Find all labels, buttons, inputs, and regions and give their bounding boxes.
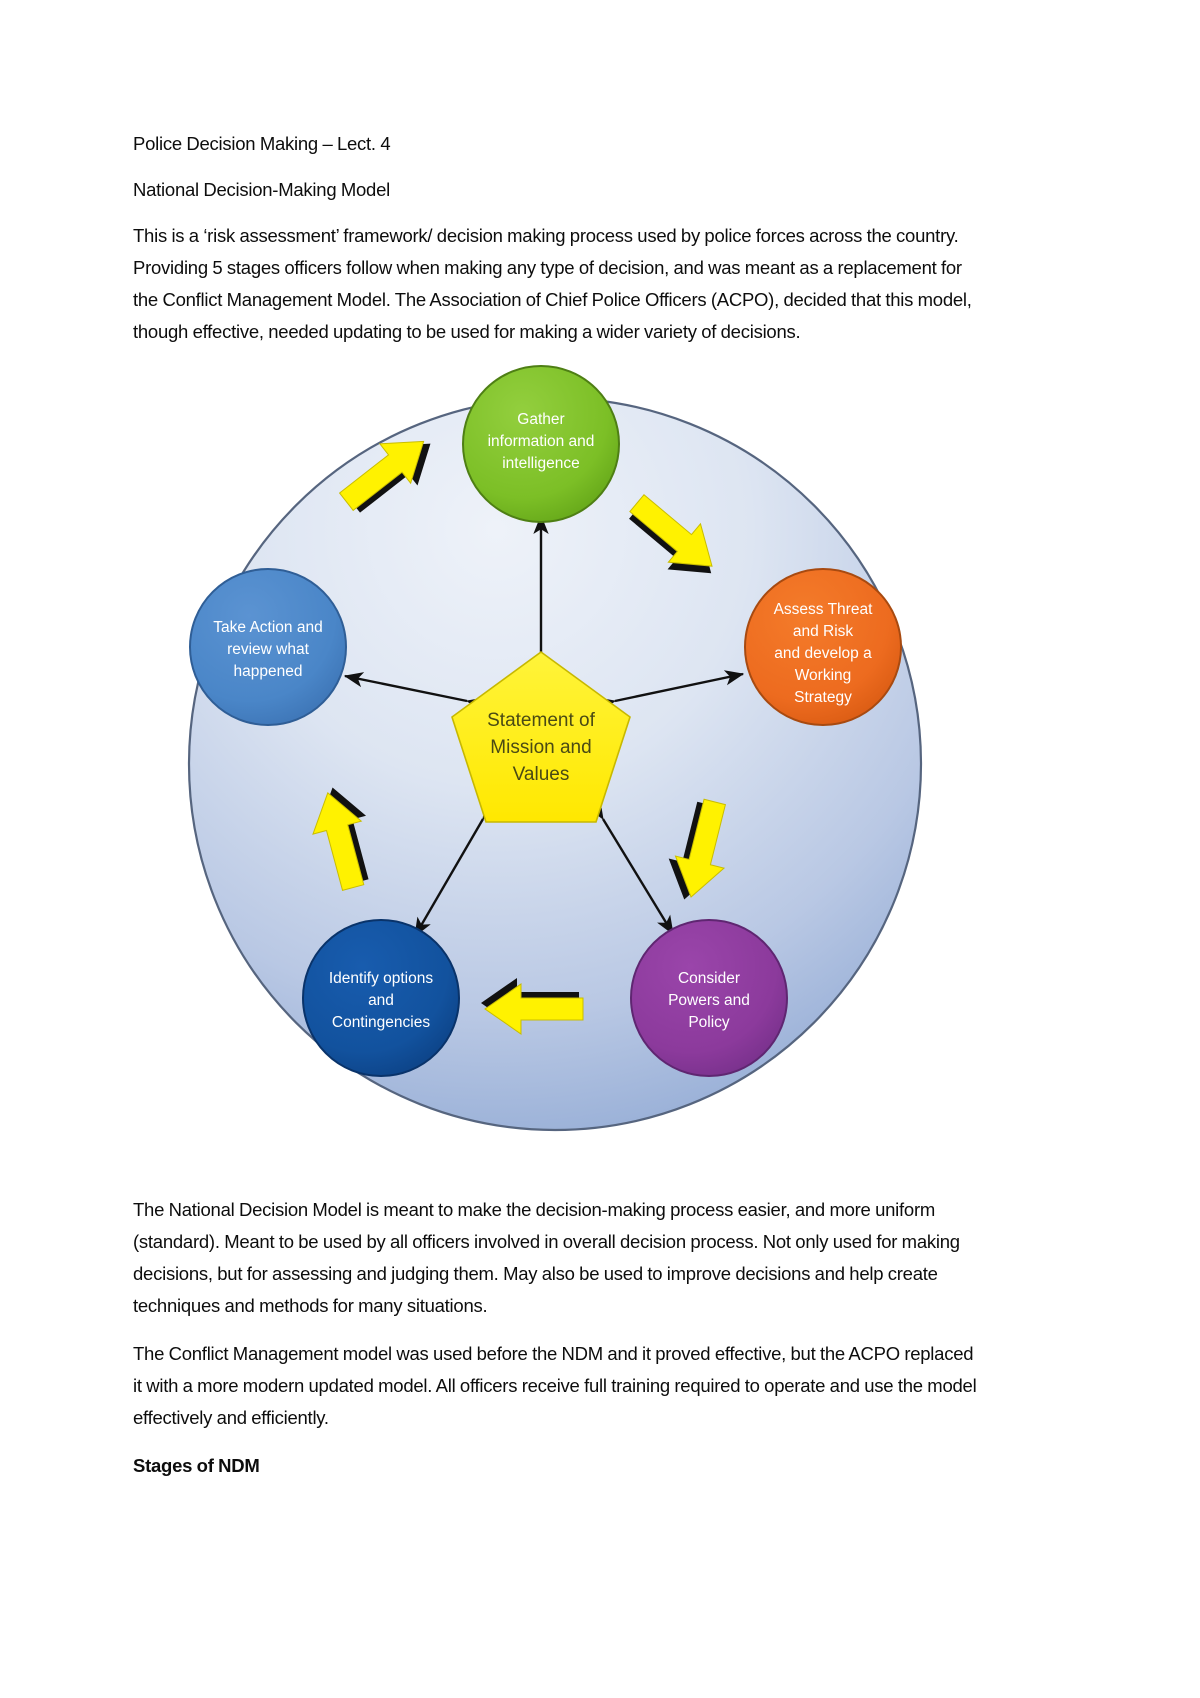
intro-paragraph: This is a ‘risk assessment’ framework/ d… bbox=[133, 225, 972, 342]
document-body: Police Decision Making – Lect. 4 Nationa… bbox=[133, 128, 978, 1496]
flow-arrow-options-to-action bbox=[312, 787, 369, 891]
paragraph-conflict-model: The Conflict Management model was used b… bbox=[133, 1343, 977, 1428]
flow-arrow-assess-to-powers bbox=[668, 798, 727, 900]
flow-arrow-powers-to-options bbox=[481, 978, 584, 1035]
spoke-arrows bbox=[343, 514, 745, 938]
page-title: Police Decision Making – Lect. 4 bbox=[133, 133, 391, 154]
paragraph-ndm-purpose: The National Decision Model is meant to … bbox=[133, 1199, 960, 1316]
stages-heading: Stages of NDM bbox=[133, 1455, 260, 1476]
flow-arrow-gather-to-assess bbox=[629, 494, 713, 574]
node-take-action-review[interactable]: Take Action and review what happened bbox=[189, 568, 347, 726]
node-consider-powers-policy[interactable]: Consider Powers and Policy bbox=[630, 919, 788, 1077]
node-identify-options[interactable]: Identify options and Contingencies bbox=[302, 919, 460, 1077]
flow-arrow-action-to-gather bbox=[338, 440, 431, 513]
section-subheading: National Decision-Making Model bbox=[133, 179, 390, 200]
national-decision-model-diagram: Statement of Mission and Values Gather i… bbox=[133, 364, 978, 1184]
node-gather-information[interactable]: Gather information and intelligence bbox=[462, 365, 620, 523]
node-assess-threat-risk[interactable]: Assess Threat and Risk and develop a Wor… bbox=[744, 568, 902, 726]
